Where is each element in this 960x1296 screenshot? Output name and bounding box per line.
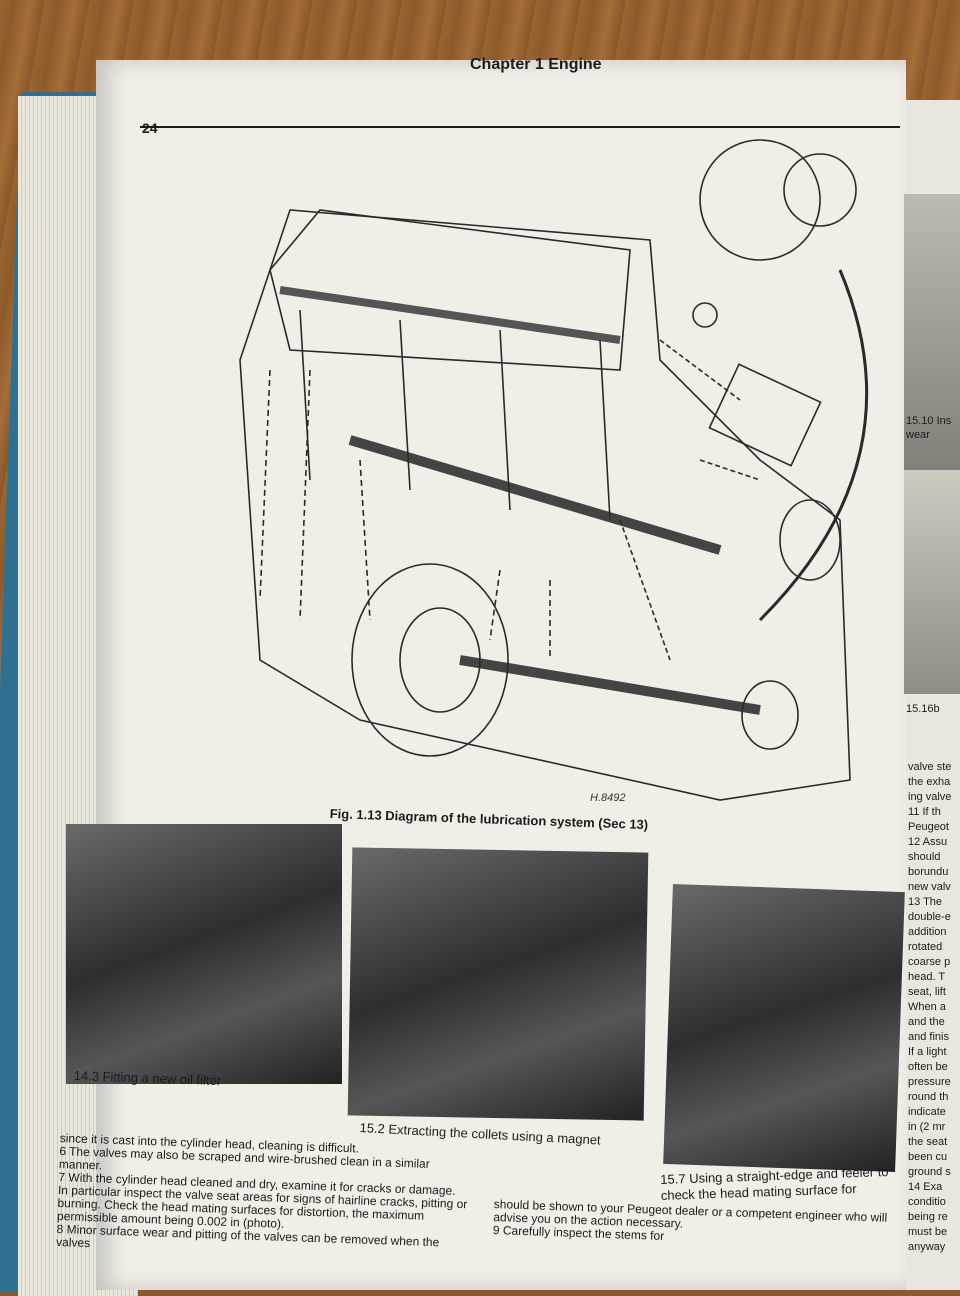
facing-text-line: 14 Exa <box>908 1181 943 1193</box>
flywheel <box>351 563 509 757</box>
facing-text-line: addition <box>908 926 947 938</box>
oil-filter <box>708 363 822 467</box>
facing-caption: 15.16b <box>906 703 940 715</box>
facing-text-line: and finis <box>908 1031 949 1043</box>
facing-text-line: 13 The <box>908 896 943 908</box>
facing-text-line: pressure <box>908 1076 951 1088</box>
facing-text-line: double-e <box>908 911 951 923</box>
facing-text-line: should <box>908 851 941 863</box>
diagram-code: H.8492 <box>590 792 626 804</box>
facing-page-strip: 15.10 Ins wear 15.16b valve ste the exha i… <box>904 100 960 1280</box>
facing-text-line: rotated <box>908 941 943 953</box>
oil-pump-gear <box>699 139 821 261</box>
camshaft-upper <box>279 286 621 344</box>
facing-text-line: in (2 mr <box>908 1121 946 1133</box>
body-column-left: since it is cast into the cylinder head,… <box>56 1131 470 1263</box>
facing-text-line: Peugeot <box>908 821 949 833</box>
running-head-rule <box>140 96 900 128</box>
facing-text-line: 11 If th <box>908 806 941 818</box>
facing-text-line: indicate <box>908 1106 946 1118</box>
flywheel-hub <box>399 607 481 713</box>
facing-text-line: often be <box>908 1061 948 1073</box>
facing-text-line: ground s <box>908 1166 951 1178</box>
rocker-cover <box>269 209 631 371</box>
facing-text-line: coarse p <box>908 956 951 968</box>
facing-text-line: head. T <box>908 971 946 983</box>
facing-text-line: borundu <box>908 866 949 878</box>
facing-photo <box>904 194 960 494</box>
photo-extracting-collets <box>347 847 649 1121</box>
facing-caption: wear <box>906 429 930 441</box>
return-arrow <box>758 269 869 622</box>
facing-photo <box>904 470 960 694</box>
lubrication-diagram <box>239 139 869 801</box>
facing-text-line: conditio <box>908 1196 946 1208</box>
facing-text-line: the seat <box>908 1136 948 1148</box>
facing-text-line: new valv <box>908 881 951 893</box>
facing-text-line: 12 Assu <box>908 836 948 848</box>
crank-pulley <box>741 680 799 750</box>
engine-block-outline <box>239 209 851 801</box>
facing-text-line: seat, lift <box>908 986 946 998</box>
facing-text-line: ing valve <box>908 791 952 803</box>
crankshaft <box>459 655 761 715</box>
facing-text-line: If a light <box>908 1046 947 1058</box>
facing-text-line: must be <box>908 1226 948 1238</box>
photo-oil-filter <box>66 824 342 1084</box>
camshaft-mid <box>348 435 722 555</box>
facing-text-line: and the <box>908 1016 945 1028</box>
facing-caption: 15.10 Ins <box>906 415 952 427</box>
pulley <box>779 499 841 581</box>
facing-text-line: When a <box>908 1001 946 1013</box>
facing-text-line: being re <box>908 1211 948 1223</box>
facing-text-line: anyway <box>908 1241 946 1253</box>
chapter-title: Chapter 1 Engine <box>470 56 602 73</box>
facing-text-line: round th <box>908 1091 949 1103</box>
facing-text-line: valve ste <box>908 761 952 773</box>
photo-head-mating-surface <box>663 884 905 1172</box>
facing-text-line: been cu <box>908 1151 948 1163</box>
page-number: 24 <box>142 120 158 136</box>
facing-text-line: the exha <box>908 776 951 788</box>
